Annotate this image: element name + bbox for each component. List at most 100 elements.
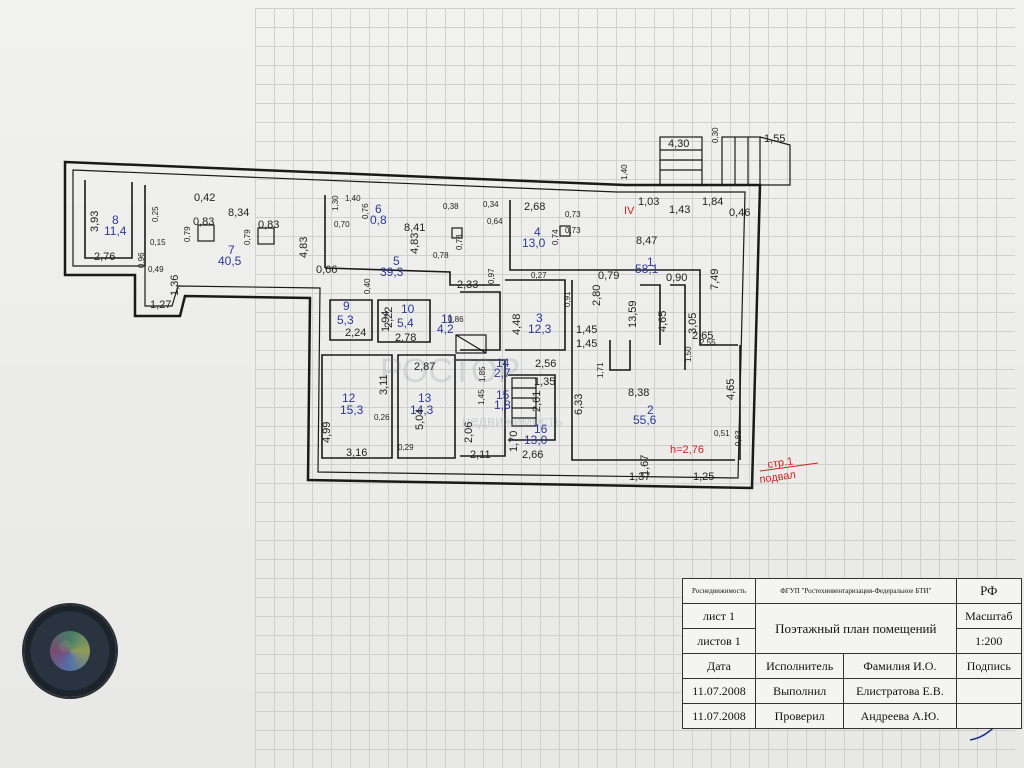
floor-label: стр.1 подвал bbox=[759, 455, 819, 486]
sheet-number: лист 1 bbox=[682, 603, 756, 629]
room-area: 13,0 bbox=[522, 236, 546, 250]
room-area: 14,3 bbox=[410, 403, 434, 417]
dimension-label: 1,30 bbox=[331, 195, 340, 211]
room-number: 4 bbox=[534, 225, 541, 239]
room-area: 58,1 bbox=[635, 262, 659, 276]
room-number: 8 bbox=[112, 213, 119, 227]
columns bbox=[197, 224, 571, 245]
room-number: 11 bbox=[441, 312, 454, 326]
dimension-label: 0,79 bbox=[183, 226, 192, 242]
dimension-label: 8,47 bbox=[636, 235, 657, 247]
dimension-label: 1,40 bbox=[345, 194, 361, 203]
dimension-label: 1,84 bbox=[702, 196, 723, 208]
dimension-label: 0,76 bbox=[361, 203, 370, 219]
dimension-label: 0,78 bbox=[455, 234, 464, 250]
dimension-label: 1,50 bbox=[684, 346, 693, 362]
room-area: 13,0 bbox=[524, 433, 548, 447]
dimension-label: 8,38 bbox=[628, 387, 649, 399]
row1-sign bbox=[955, 678, 1023, 704]
dimension-label: 4,83 bbox=[298, 237, 310, 258]
row1-name: Елистратова Е.В. bbox=[843, 678, 957, 704]
dimension-label: 2,87 bbox=[414, 361, 435, 373]
dimension-label: 1,43 bbox=[669, 204, 690, 216]
room-number: 10 bbox=[401, 302, 415, 316]
dimension-label: 2,66 bbox=[522, 449, 543, 461]
dimension-label: 5,04 bbox=[414, 409, 426, 430]
room-area: 55,6 bbox=[633, 413, 657, 427]
watermark-sub: недвижимость bbox=[462, 413, 563, 430]
dimension-label: 1,70 bbox=[508, 431, 520, 452]
dimension-label: 1,71 bbox=[596, 362, 605, 378]
dimension-label: 2,55 bbox=[700, 338, 716, 347]
dimension-label: 4,48 bbox=[511, 314, 523, 335]
room-number: 9 bbox=[343, 299, 350, 313]
dimension-label: 1,03 bbox=[638, 196, 659, 208]
dimension-label: 0,97 bbox=[487, 268, 496, 284]
dimension-label: 4,30 bbox=[668, 138, 689, 150]
room-number: 16 bbox=[534, 422, 548, 436]
room-area: 12,3 bbox=[528, 322, 552, 336]
ceiling-height-note: h=2,76 bbox=[670, 444, 704, 456]
dimension-label: 0,51 bbox=[714, 429, 730, 438]
room-number: 7 bbox=[228, 243, 235, 257]
staircase bbox=[455, 136, 791, 427]
dimension-label: 2,06 bbox=[463, 422, 475, 443]
dimension-label: 0,70 bbox=[334, 220, 350, 229]
dimension-label: 8,34 bbox=[228, 207, 249, 219]
dimension-label: 2,65 bbox=[692, 330, 713, 342]
dimension-label: 0,78 bbox=[433, 251, 449, 260]
dimension-label: 0,30 bbox=[711, 127, 720, 143]
dimension-label: 0,40 bbox=[363, 278, 372, 294]
dimension-label: 1,67 bbox=[639, 455, 651, 476]
dimension-label: 13,59 bbox=[627, 300, 639, 328]
dimension-label: 2,78 bbox=[395, 332, 416, 344]
dimension-label: 4,65 bbox=[725, 379, 737, 400]
dimension-label: 0,83 bbox=[193, 216, 214, 228]
dimension-label: 0,83 bbox=[734, 430, 743, 446]
room-area: 2,7 bbox=[494, 366, 511, 380]
section-mark: IV bbox=[624, 205, 635, 217]
row2-date: 11.07.2008 bbox=[682, 703, 756, 729]
dimension-label: 0,90 bbox=[666, 272, 687, 284]
dimension-label: 0,26 bbox=[374, 413, 390, 422]
col-name: Фамилия И.О. bbox=[843, 653, 957, 679]
dimension-label: 0,79 bbox=[243, 229, 252, 245]
dimension-label: 1,27 bbox=[150, 299, 171, 311]
room-number: 2 bbox=[647, 403, 654, 417]
plan-title: Поэтажный план помещений bbox=[755, 603, 957, 654]
dimension-label: 0,38 bbox=[443, 202, 459, 211]
dimension-label: 2,56 bbox=[535, 358, 556, 370]
hologram-seal bbox=[24, 605, 116, 697]
dimension-label: 4,83 bbox=[409, 233, 421, 254]
room-number: 5 bbox=[393, 254, 400, 268]
row2-sign bbox=[955, 703, 1023, 729]
dimension-label: 1,45 bbox=[576, 338, 597, 350]
dimension-label: 1,35 bbox=[534, 376, 555, 388]
col-executor: Исполнитель bbox=[754, 653, 845, 679]
room-area: 5,4 bbox=[397, 316, 414, 330]
dimension-label: 7,49 bbox=[709, 269, 721, 290]
dimension-labels: 4,30 0,30 1,55 1,40 1,03 1,43 1,84 0,46 … bbox=[89, 127, 785, 483]
room-number: 13 bbox=[418, 391, 432, 405]
dimension-label: 2,33 bbox=[457, 279, 478, 291]
org-right: РФ bbox=[955, 578, 1023, 604]
watermark-brand: РОСТОР bbox=[380, 352, 520, 390]
org-mid: ФГУП "Ростехинвентаризация-Федеральное Б… bbox=[755, 578, 957, 604]
dimension-label: 3,93 bbox=[89, 211, 101, 232]
sheet-count: листов 1 bbox=[682, 628, 756, 654]
dimension-label: 1,85 bbox=[478, 366, 487, 382]
dimension-label: 0,66 bbox=[316, 264, 337, 276]
dimension-label: 0,86 bbox=[448, 315, 464, 324]
title-block: Роснедвижимость ФГУП "Ростехинвентаризац… bbox=[682, 578, 1023, 729]
dimension-label: 1,40 bbox=[620, 164, 629, 180]
dimension-label: 3,16 bbox=[346, 447, 367, 459]
dimension-label: 0,64 bbox=[487, 217, 503, 226]
dimension-label: 0,83 bbox=[258, 219, 279, 231]
row1-date: 11.07.2008 bbox=[682, 678, 756, 704]
dimension-label: 0,49 bbox=[148, 265, 164, 274]
dimension-label: 2,22 bbox=[383, 307, 395, 328]
dimension-label: 6,33 bbox=[573, 394, 585, 415]
dimension-label: 0,27 bbox=[531, 271, 547, 280]
